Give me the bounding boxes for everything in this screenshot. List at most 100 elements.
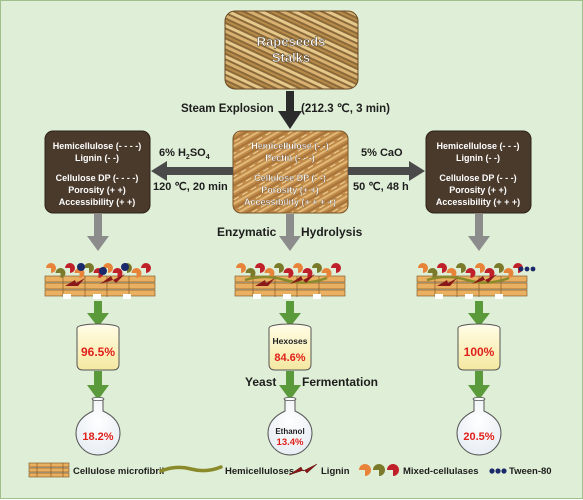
flask-center: Ethanol 13.4% <box>267 396 313 456</box>
acid-pretreatment-arrow <box>151 161 233 181</box>
left-access: Accessibility (+ +) <box>59 197 136 207</box>
lignin-fragment <box>437 278 457 286</box>
legend-mixed-cellulases: Mixed-cellulases <box>403 466 479 477</box>
left-dp: Cellulose DP (- - - -) <box>56 173 139 183</box>
lignin-fragment <box>100 274 125 284</box>
pore <box>495 294 503 299</box>
microfibril-strand <box>44 282 156 290</box>
right-access: Accessibility (+ + +) <box>436 197 520 207</box>
fibril-cluster-left <box>44 263 156 299</box>
legend-lignin-icon <box>288 463 318 476</box>
cao-pretreatment-arrow <box>348 161 425 181</box>
cellulase-enzyme <box>236 263 246 273</box>
flask-right: 20.5% <box>456 396 502 456</box>
cellulase-enzyme <box>475 263 485 273</box>
cellulase-enzyme <box>245 268 256 278</box>
cellulase-enzyme <box>84 263 94 273</box>
beaker-right: 100% <box>457 323 501 371</box>
tween-molecule <box>518 266 524 272</box>
legend-microfibril: Cellulose microfibril <box>73 466 164 477</box>
cellulase-enzyme <box>418 263 428 273</box>
steam-explosion-arrow <box>278 91 302 129</box>
enzyme-marker <box>99 267 107 275</box>
cao-reagent: 5% CaO <box>361 147 403 159</box>
acid-reagent: 6% H2SO4 <box>159 147 210 161</box>
beaker-center: Hexoses 84.6% <box>268 323 312 371</box>
yeast-label: Yeast <box>245 375 276 389</box>
pore <box>465 294 473 299</box>
green-arrows-upper <box>87 301 490 327</box>
pore <box>283 294 291 299</box>
center-dp: Cellulose DP (- -) <box>254 173 326 183</box>
cellulase-enzyme <box>103 263 113 273</box>
legend-hemicelluloses: Hemicelluloses <box>225 466 294 477</box>
beaker-right-value: 100% <box>464 345 495 359</box>
right-porosity: Porosity (+ +) <box>449 185 507 195</box>
legend-tween-icon <box>489 468 507 474</box>
center-pectin: Pectin (- - -) <box>265 153 315 163</box>
cellulase-enzyme <box>55 268 66 278</box>
legend-lignin: Lignin <box>321 466 350 477</box>
lignin-fragment <box>290 274 315 284</box>
center-hemi: Hemicellulose (- -) <box>251 141 329 151</box>
hemicellulose-strand <box>426 275 510 284</box>
right-hemi: Hemicellulose (- - -) <box>436 141 519 151</box>
microfibril-strand <box>234 282 346 290</box>
center-steam-box: Hemicellulose (- -) Pectin (- - -) Cellu… <box>232 130 349 214</box>
cellulase-enzyme <box>456 263 466 273</box>
cellulase-enzyme <box>494 263 504 273</box>
cellulase-enzyme <box>141 263 151 273</box>
legend-microfibril-icon <box>28 462 70 478</box>
beaker-left-value: 96.5% <box>81 345 115 359</box>
right-cao-box: Hemicellulose (- - -) Lignin (- -) Cellu… <box>425 130 532 214</box>
cellulase-enzyme <box>264 268 275 278</box>
cellulase-enzyme <box>427 268 438 278</box>
center-porosity: Porosity (+ +) <box>261 185 319 195</box>
flask-right-value: 20.5% <box>463 431 494 443</box>
cellulase-enzyme <box>503 268 514 278</box>
flask-center-label: Ethanol <box>275 427 304 436</box>
hemicellulose-strand <box>244 275 328 284</box>
cellulase-enzyme <box>131 268 142 278</box>
pore <box>435 294 443 299</box>
legend-tween: Tween-80 <box>509 466 552 477</box>
cellulase-enzyme <box>255 263 265 273</box>
left-lignin: Lignin (- -) <box>75 153 119 163</box>
center-access: Accessibility (+ + + +) <box>244 197 336 207</box>
fibril-cluster-center <box>234 263 346 299</box>
tween-molecule <box>530 266 536 272</box>
cao-conditions: 50 ℃, 48 h <box>353 181 409 193</box>
cellulase-enzyme <box>446 268 457 278</box>
flask-left-value: 18.2% <box>82 431 113 443</box>
cellulase-enzyme <box>331 263 341 273</box>
grey-arrows <box>87 214 490 251</box>
cellulase-enzyme <box>293 263 303 273</box>
enzyme-marker <box>77 263 85 271</box>
legend: Cellulose microfibril Hemicelluloses Lig… <box>28 462 552 478</box>
cellulase-enzyme <box>65 263 75 273</box>
pore <box>63 294 71 299</box>
left-acid-box: Hemicellulose (- - - -) Lignin (- -) Cel… <box>44 130 151 214</box>
right-dp: Cellulose DP (- - -) <box>439 173 516 183</box>
enzyme-marker <box>121 263 129 271</box>
cellulase-enzyme <box>112 268 123 278</box>
rapeseed-stalks-image: Rapeseeds Stalks <box>224 10 359 90</box>
beaker-center-value: 84.6% <box>274 352 305 364</box>
hydrolysis-label: Hydrolysis <box>301 225 363 239</box>
flask-center-value: 13.4% <box>277 437 304 448</box>
enzymatic-label: Enzymatic <box>217 225 277 239</box>
cellulase-enzyme <box>484 268 495 278</box>
left-porosity: Porosity (+ +) <box>68 185 126 195</box>
acid-conditions: 120 ℃, 20 min <box>153 181 228 193</box>
legend-mixed-cellulases-icon <box>359 464 399 476</box>
lignin-fragment <box>65 278 85 286</box>
fibril-cluster-right <box>416 263 536 299</box>
pore <box>93 294 101 299</box>
beaker-left: 96.5% <box>76 323 120 371</box>
steam-conditions-label: (212.3 ℃, 3 min) <box>301 102 390 115</box>
steam-explosion-label: Steam Explosion <box>181 103 274 115</box>
cellulase-enzyme <box>312 263 322 273</box>
cellulase-enzyme <box>321 268 332 278</box>
cellulase-enzyme <box>274 263 284 273</box>
microfibril-strand <box>416 282 528 290</box>
